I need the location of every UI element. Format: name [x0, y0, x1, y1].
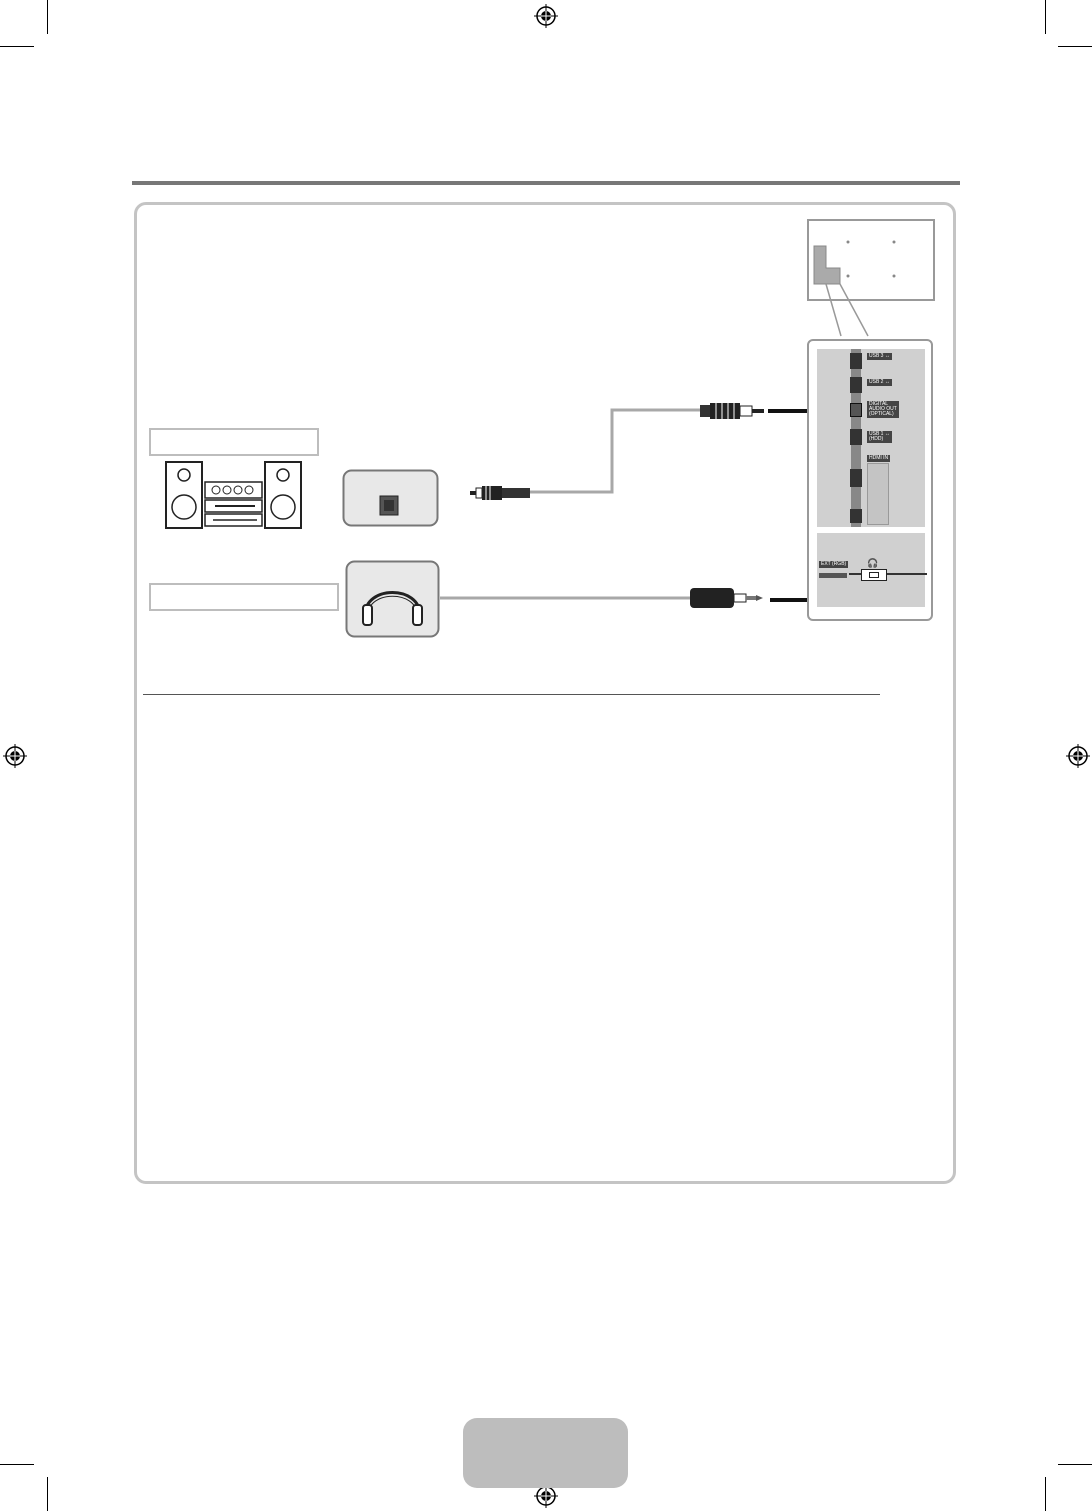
optical-plug-icon [470, 486, 530, 500]
port-slot [850, 429, 862, 445]
registration-mark-icon [1066, 744, 1090, 768]
page-number-tab [463, 1418, 628, 1488]
usb3-port-label: USB 3 ↔ [867, 353, 892, 360]
optical-port-label: DIGITAL AUDIO OUT (OPTICAL) [867, 401, 899, 418]
usb1-port-label: USB 1 ↔ (HDD) [867, 431, 892, 443]
registration-mark-icon [3, 744, 27, 768]
audio-system-label [149, 428, 319, 456]
optical-jack-icon [342, 469, 439, 527]
hdmi-block [867, 463, 889, 525]
crop-mark [1045, 0, 1046, 34]
headphone-port-label: 🎧 [867, 558, 879, 568]
stereo-plug-icon [690, 588, 763, 608]
section-rule [132, 181, 960, 185]
crop-mark [47, 1477, 48, 1511]
rear-line [849, 573, 927, 575]
crop-mark [1058, 1464, 1092, 1465]
optical-plug-icon [700, 403, 764, 419]
optical-port [850, 403, 862, 417]
usb2-port-label: USB 2 ↔ [867, 379, 892, 386]
port-slot [850, 509, 862, 523]
crop-mark [0, 46, 34, 47]
crop-mark [1045, 1477, 1046, 1511]
port-slot [850, 469, 862, 487]
headphone-jack [869, 572, 879, 578]
tv-port-panel: USB 3 ↔ USB 2 ↔ DIGITAL AUDIO OUT (OPTIC… [807, 339, 933, 621]
port-slot [850, 353, 862, 369]
ext-port-label: EXT (RGB) [819, 561, 849, 568]
tv-back-icon [807, 219, 935, 337]
ext-port [819, 573, 847, 578]
crop-mark [47, 0, 48, 34]
headphone-port [861, 569, 887, 581]
registration-mark-icon [534, 1484, 558, 1508]
cable-lines [440, 408, 700, 600]
port-slot [850, 377, 862, 393]
headphones-label [149, 583, 339, 611]
audio-system-icon [165, 461, 302, 529]
connection-panel [134, 202, 956, 1184]
crop-mark [1058, 46, 1092, 47]
crop-mark [0, 1464, 34, 1465]
hdmi-in-label: HDMI IN [867, 455, 891, 462]
registration-mark-icon [534, 4, 558, 28]
section-divider [143, 694, 880, 695]
headphones-icon [345, 560, 440, 638]
